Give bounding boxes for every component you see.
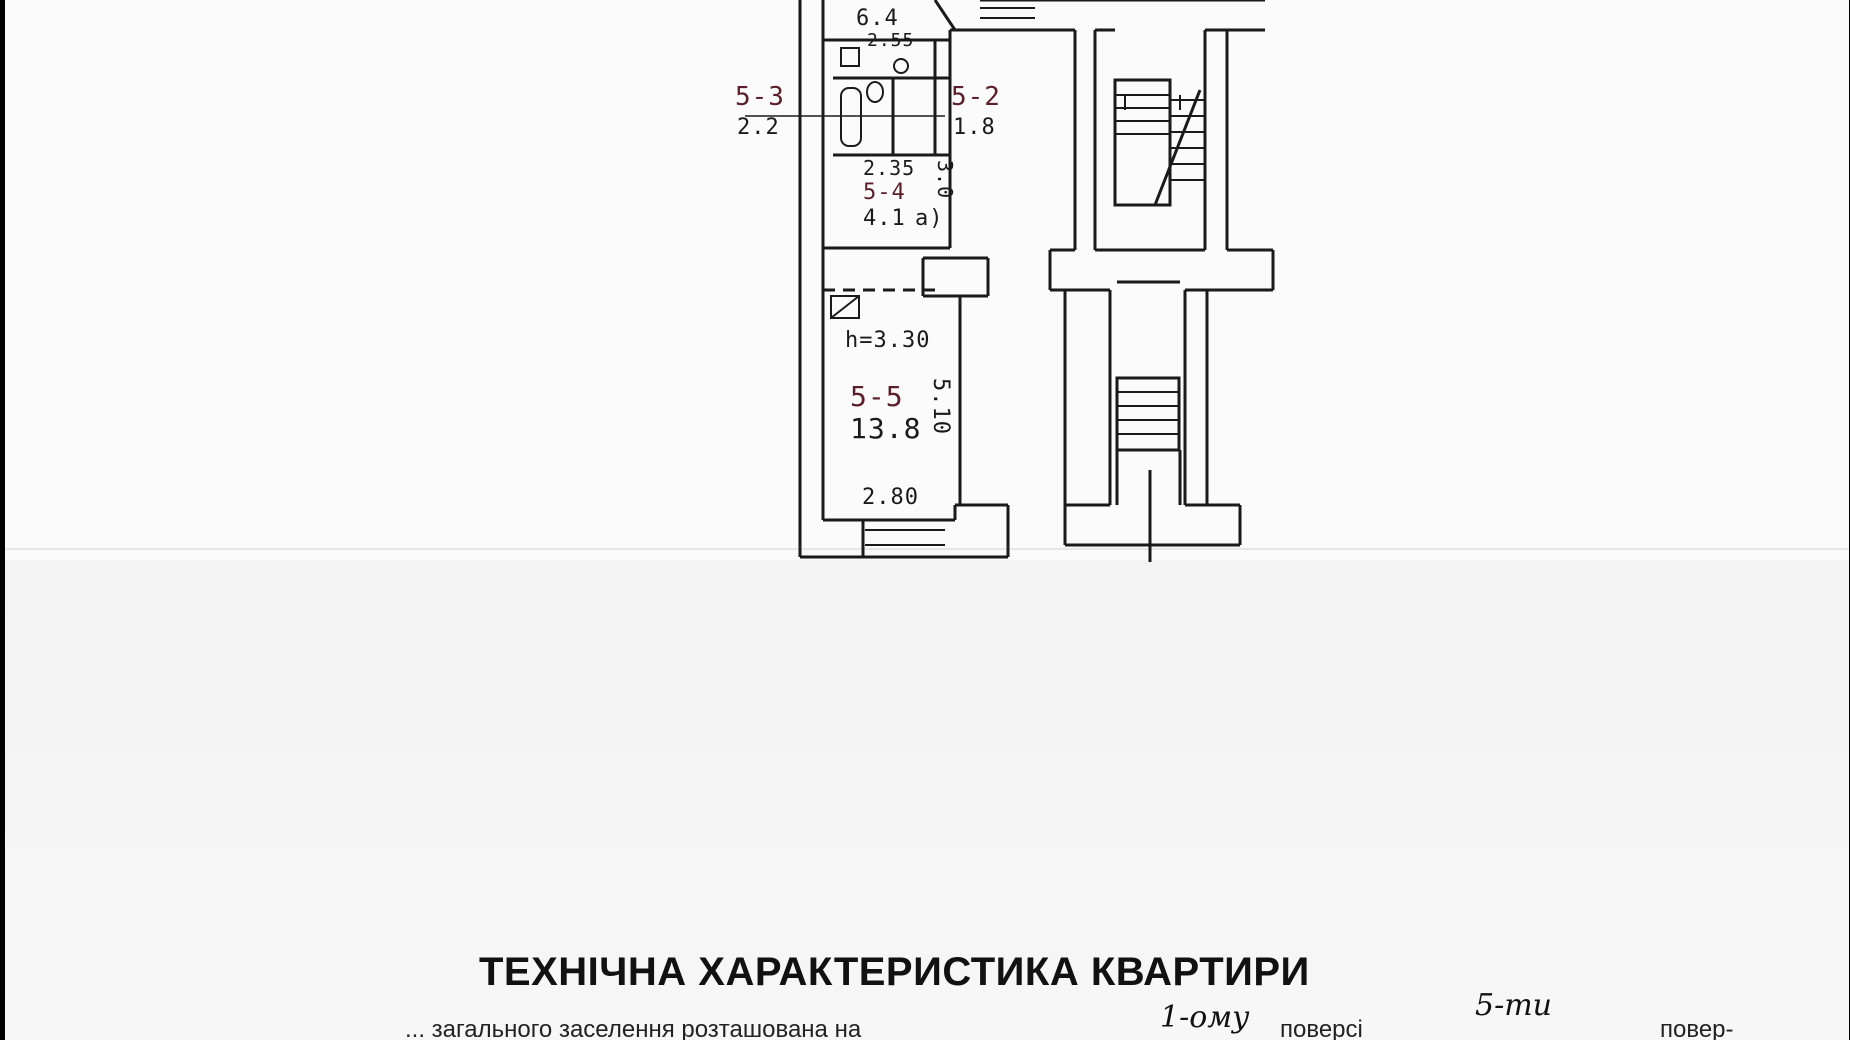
dimension-d3: 3.0 [933,160,957,200]
handwritten-total-floors: 5-ти [1475,988,1552,1023]
dimension-d5: 5.10 [928,378,953,435]
room-5-5-area: 13.8 [850,412,922,445]
room-5-2-area: 1.8 [953,115,996,140]
dimension-d2: 2.35 [863,156,916,180]
room-5-4-suffix: a) [915,206,944,231]
room-5-4-area: 4.1 [863,206,906,231]
room-5-4-id: 5-4 [863,180,906,205]
document-sheet: 6.4 2.55 5-3 2.2 5-2 1.8 2.35 5-4 4.1 a)… [5,0,1849,1040]
room-5-5-id: 5-5 [850,380,904,413]
floor-plan [745,0,1275,562]
text-floors-word: повер- [1660,1016,1734,1040]
dimension-d4: 2.80 [862,485,919,510]
room-5-1-area: 6.4 [856,6,899,31]
handwritten-floor-number: 1-ому [1160,1000,1250,1035]
document-title: ТЕХНІЧНА ХАРАКТЕРИСТИКА КВАРТИРИ [479,950,1310,994]
text-line-start: ... загального заселення розташована на [405,1016,862,1040]
dimension-d1: 2.55 [867,30,915,51]
text-floor-word: поверсі [1280,1016,1363,1040]
paper-fold-line [5,548,1849,550]
room-5-3-id: 5-3 [735,82,785,112]
paper-lower-fold [5,560,1849,1040]
ceiling-height: h=3.30 [845,328,931,353]
room-5-2-id: 5-2 [951,82,1001,112]
room-5-3-area: 2.2 [737,115,780,140]
